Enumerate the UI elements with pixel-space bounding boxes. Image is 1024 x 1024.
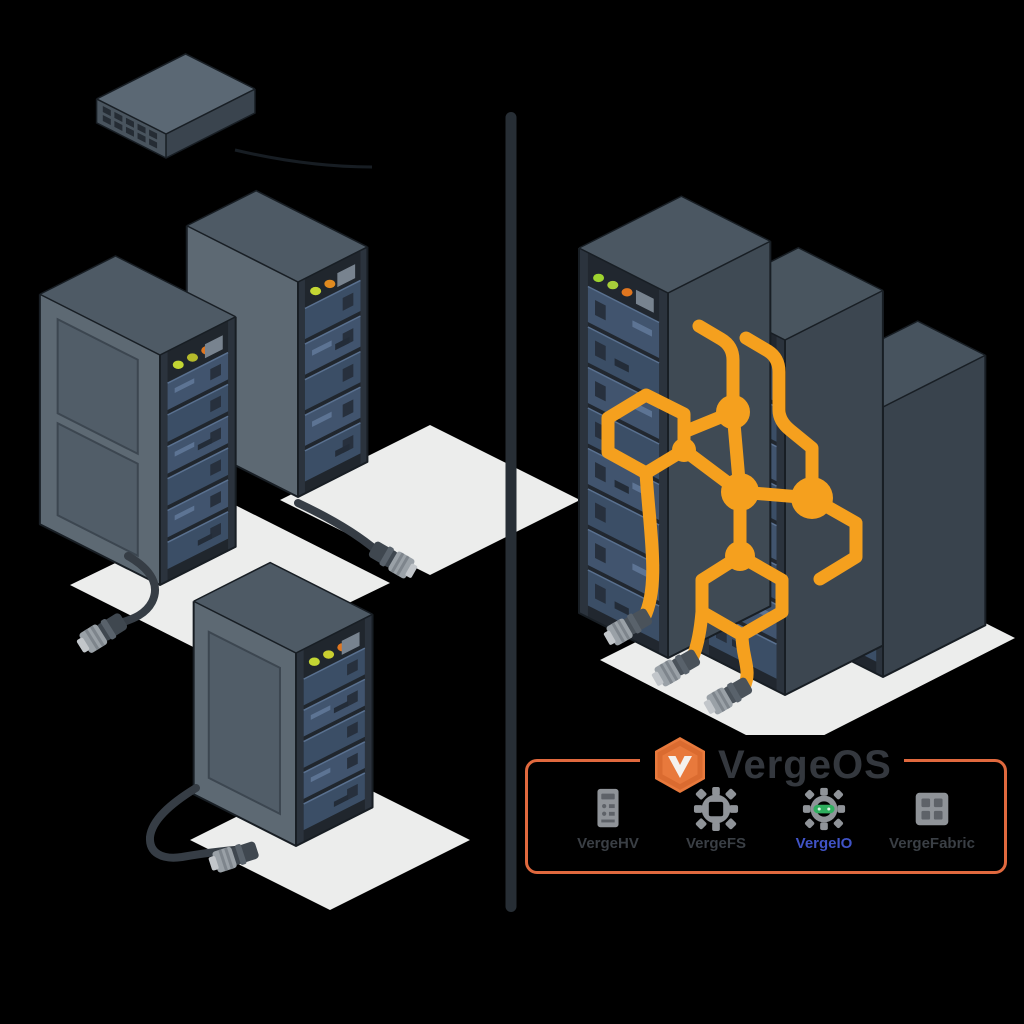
network-cable-plug-3 <box>703 677 753 715</box>
unplugged-cables <box>76 499 418 873</box>
rack-left-3 <box>192 561 374 847</box>
cable-plug-left-2 <box>368 541 418 579</box>
network-cable-plug-1 <box>603 608 653 646</box>
legend-item-label: VergeHV <box>577 835 639 852</box>
cable-plug-left-1 <box>76 613 128 653</box>
legend-items: VergeHV VergeFS <box>528 786 1004 871</box>
orange-network-mesh <box>601 319 863 715</box>
legend-item-vergehv: VergeHV <box>562 786 654 871</box>
legend-item-vergefabric: VergeFabric <box>886 786 978 871</box>
legend-title-text: VergeOS <box>718 742 892 787</box>
legend-item-label: VergeFabric <box>889 835 975 852</box>
virtual-machines-icon <box>915 792 949 826</box>
hexagon-v-logo-icon <box>655 737 705 793</box>
legend-title: VergeOS <box>640 735 904 795</box>
gear-network-icon <box>802 787 846 831</box>
network-switch <box>95 53 373 169</box>
server-tower-icon <box>597 788 619 828</box>
legend-item-vergeio: VergeIO <box>778 786 870 871</box>
rack-left-1 <box>38 255 237 586</box>
legend-item-vergefs: VergeFS <box>670 786 762 871</box>
legend-panel: VergeOS VergeHV <box>525 735 1007 874</box>
cable-plug-left-3 <box>208 841 259 873</box>
disconnected-server-group <box>38 189 374 847</box>
legend-item-label: VergeIO <box>795 835 853 852</box>
legend-item-label: VergeFS <box>685 835 747 852</box>
divider-line <box>505 112 517 912</box>
network-cable-plug-2 <box>651 649 701 687</box>
gear-icon <box>693 786 739 832</box>
